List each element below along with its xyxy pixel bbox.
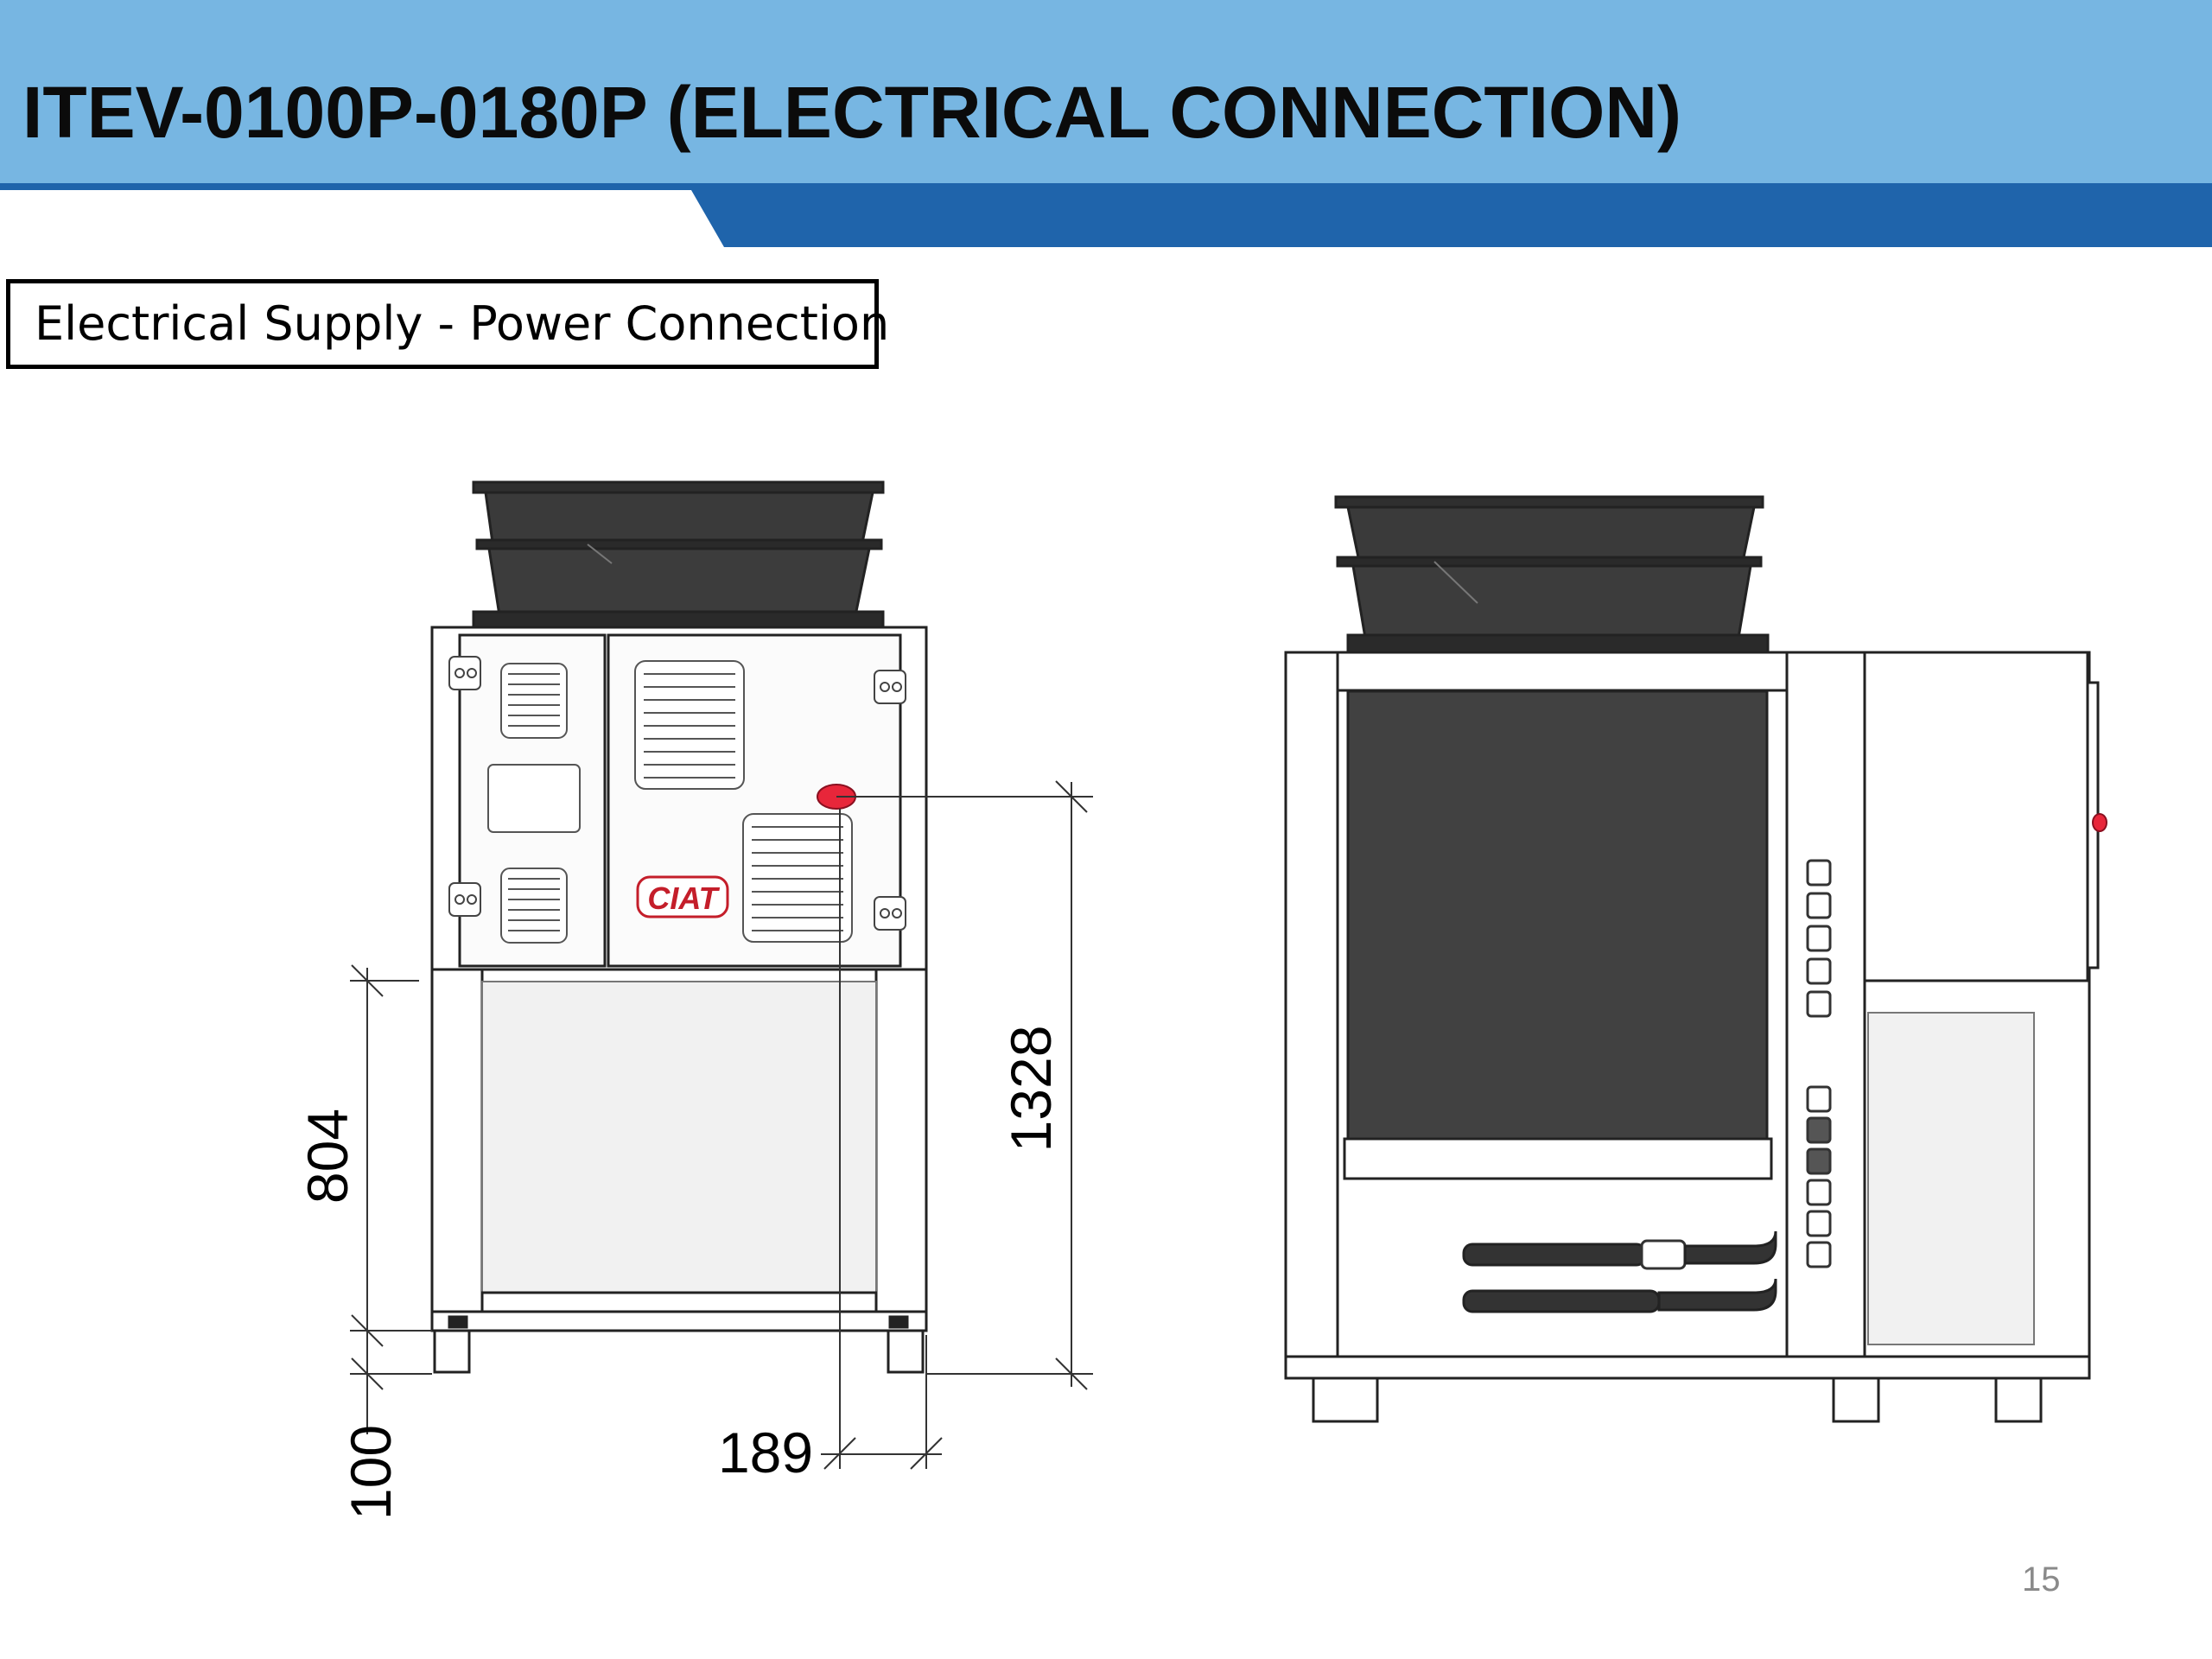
left-door-grille-bottom [500,868,568,944]
side-foot-1 [1312,1376,1379,1423]
side-ports [1806,859,1832,1268]
side-power-connection-marker [2092,813,2107,832]
page-number: 15 [2022,1560,2061,1599]
right-door-grille-bottom [742,813,853,943]
side-lower-panel [1867,1012,2035,1345]
side-water-pipes [1462,1230,1777,1313]
section-label: Electrical Supply - Power Connection [6,279,889,369]
header-band [0,0,2212,186]
dimension-189: 189 [718,1421,813,1484]
front-left-leg [430,968,484,1332]
page-title: ITEV-0100P-0180P (ELECTRICAL CONNECTION) [22,72,1682,153]
svg-text:CIAT: CIAT [647,880,720,916]
header-stripe [0,183,2212,247]
dimension-100: 100 [339,1425,403,1520]
door-hinges [448,656,906,931]
dimension-lines [350,780,1093,1470]
side-view [1284,495,2107,1423]
ciat-logo: CIAT [636,875,729,918]
right-door-grille-top [634,660,745,790]
dimension-804: 804 [296,1109,359,1204]
front-right-foot [887,1329,925,1374]
left-door-grille-top [500,663,568,739]
left-door-panel [487,764,581,833]
front-view: CIAT [430,480,928,1374]
side-fan [1334,495,1770,654]
side-electrical-box [1863,651,2089,982]
front-left-foot [433,1329,471,1374]
side-coil [1346,690,1769,1141]
front-right-leg [874,968,928,1332]
front-fan [472,480,885,629]
side-foot-3 [1994,1376,2043,1423]
side-foot-2 [1832,1376,1880,1423]
front-lower-panel [481,981,877,1300]
dimension-1328: 1328 [999,1026,1063,1153]
